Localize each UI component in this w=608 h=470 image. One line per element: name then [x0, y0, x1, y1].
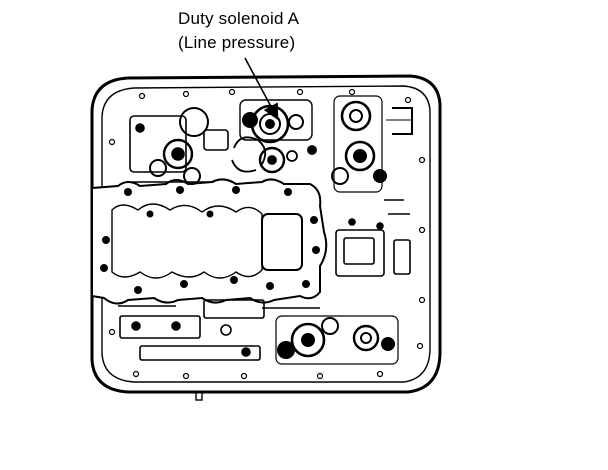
duty-solenoid-a [239, 99, 313, 144]
plate-inner-channel [111, 203, 263, 279]
separator-plate [91, 178, 328, 305]
upper-left-valve-cluster [129, 107, 229, 185]
callout-label-line-pressure: (Line pressure) [178, 33, 296, 52]
lower-solenoid-cluster [262, 307, 399, 365]
pan-inner-outline [101, 85, 431, 383]
upper-right-solenoids [331, 95, 413, 193]
middle-solenoid [231, 136, 317, 174]
lower-rails [118, 299, 265, 361]
callout-label-duty-solenoid: Duty solenoid A [178, 9, 300, 28]
right-valve-block [335, 199, 411, 277]
plate-window [261, 213, 303, 271]
plate-bolts [100, 186, 320, 294]
pan-outer-outline [90, 74, 442, 394]
drain-stub [195, 391, 203, 401]
